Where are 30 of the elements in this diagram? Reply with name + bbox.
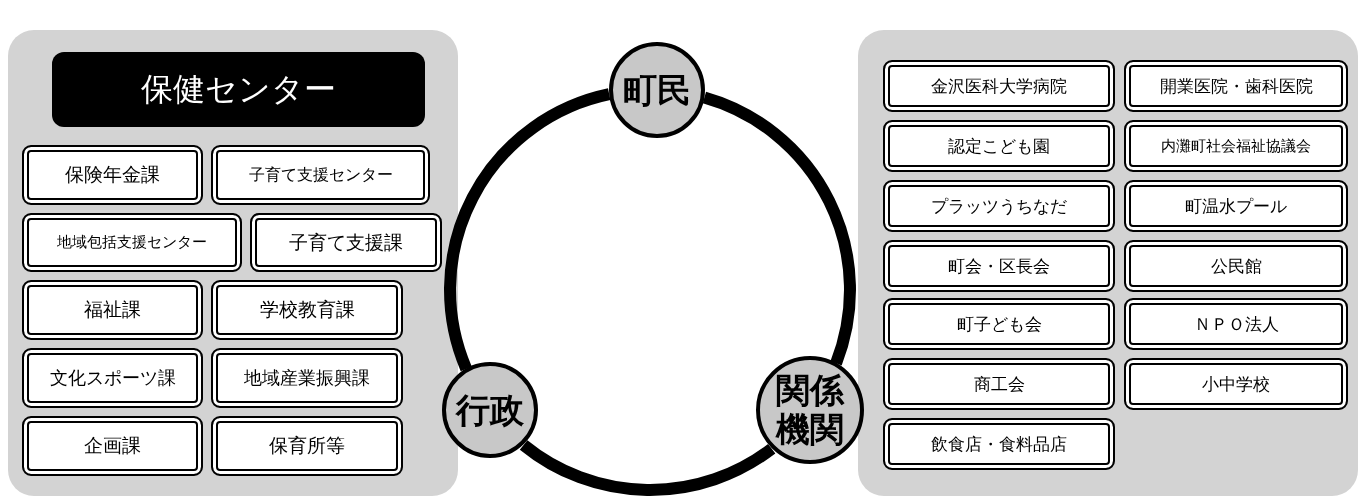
organization-box: 福祉課 <box>22 280 203 340</box>
organization-box: 内灘町社会福祉協議会 <box>1124 120 1348 172</box>
organization-box: 子育て支援センター <box>211 145 430 205</box>
organization-box: 保育所等 <box>211 416 403 476</box>
organization-box: 開業医院・歯科医院 <box>1124 60 1348 112</box>
organization-box: 公民館 <box>1124 240 1348 292</box>
organization-box: 町温水プール <box>1124 180 1348 232</box>
organization-box: 商工会 <box>883 358 1115 410</box>
organization-box: 企画課 <box>22 416 203 476</box>
organization-box: 地域産業振興課 <box>211 348 403 408</box>
ring-connector <box>702 91 856 366</box>
section-header: 保健センター <box>52 52 425 127</box>
organization-box: 飲食店・食料品店 <box>883 418 1115 470</box>
ring-connector <box>444 88 611 371</box>
organization-box: 子育て支援課 <box>250 213 442 272</box>
hub-label: 関係機関 <box>774 371 846 450</box>
organization-box: 認定こども園 <box>883 120 1115 172</box>
organization-box: 町会・区長会 <box>883 240 1115 292</box>
organization-box: 小中学校 <box>1124 358 1348 410</box>
organization-box: 文化スポーツ課 <box>22 348 203 408</box>
resident-circle: 町民 <box>608 42 705 139</box>
organization-box: 保険年金課 <box>22 145 203 205</box>
group-panel <box>858 30 1358 496</box>
organization-box: 町子ども会 <box>883 298 1115 350</box>
organization-box: プラッツうちなだ <box>883 180 1115 232</box>
organization-box: 地域包括支援センター <box>22 213 242 272</box>
ring-connector <box>520 440 776 496</box>
organization-box: 学校教育課 <box>211 280 403 340</box>
organization-box: 金沢医科大学病院 <box>883 60 1115 112</box>
organization-box: ＮＰＯ法人 <box>1124 298 1348 350</box>
